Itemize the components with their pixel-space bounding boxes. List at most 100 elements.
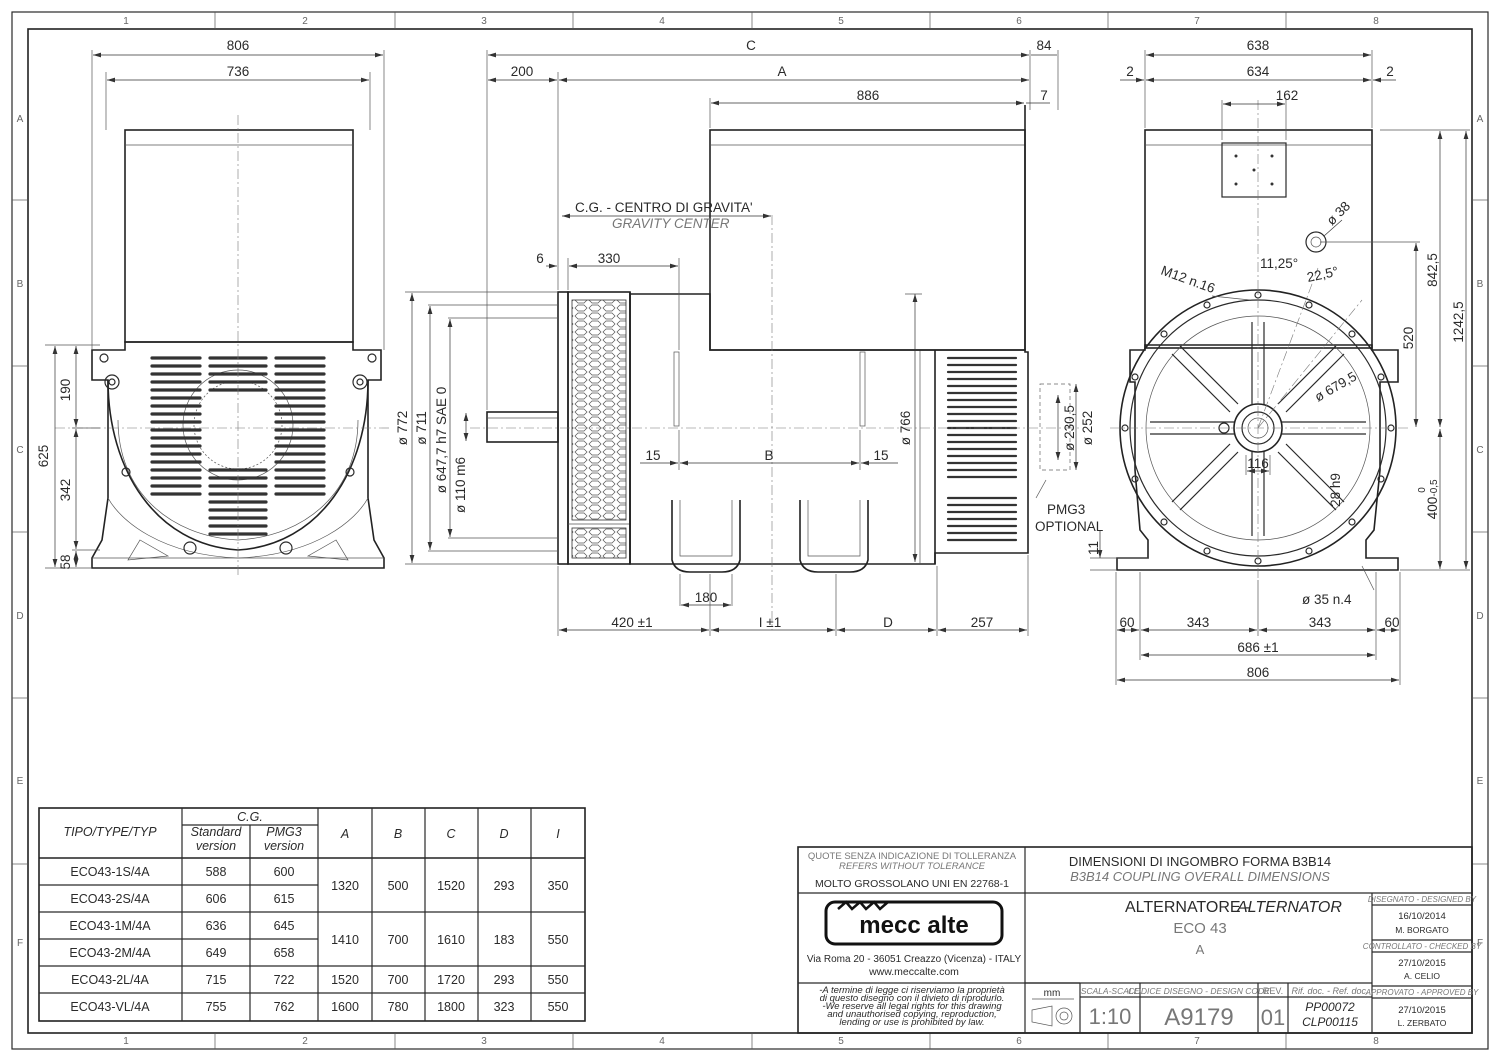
table-cell-A: 1520 [331,973,359,987]
terminal-box-front [124,129,354,343]
designed-by-label: DISEGNATO - DESIGNED BY [1368,895,1477,904]
table-row-cg-standard: 606 [206,892,227,906]
table-cell-C: 1800 [437,1000,465,1014]
table-cell-C: 1720 [437,973,465,987]
product-label-en: ALTERNATOR [1236,899,1342,916]
dim-1242-5: 1242,5 [1451,301,1466,342]
dim-end-638: 638 [1247,38,1270,53]
front-view: 806 736 625 190 342 58 [36,38,390,578]
legal-line-2: di questo disegno con il divieto di ripr… [820,993,1005,1004]
dim-d772: ø 772 [395,411,410,446]
dim-front-736: 736 [227,64,250,79]
table-header-standard: Standard [191,825,243,839]
table-row-cg-pmg3: 600 [274,865,295,879]
table-row-type: ECO43-2S/4A [70,892,150,906]
legal-line-4: and unauthorised copying, reproduction, [827,1009,997,1020]
table-cell-D: 323 [494,1000,515,1014]
dim-end-60-right: 60 [1384,615,1399,630]
table-cell-B: 780 [388,1000,409,1014]
table-header-standard-version: version [196,839,236,853]
table-cell-I: 550 [548,973,569,987]
keyway-28h9: 28 h9 [1328,473,1343,507]
table-header-pmg3: PMG3 [266,825,301,839]
table-cell-I: 550 [548,933,569,947]
table-cell-B: 700 [388,973,409,987]
table-cell-A: 1410 [331,933,359,947]
dim-6: 6 [536,251,544,266]
terminal-box-side [709,129,1026,351]
table-cell-D: 293 [494,973,515,987]
meccalte-logo: mecc alte [824,900,1004,946]
zone-col-8: 8 [1373,16,1379,27]
drawing-title-it: DIMENSIONI DI INGOMBRO FORMA B3B14 [1069,854,1331,869]
table-header-D: D [499,827,508,841]
dim-end-343-right: 343 [1309,615,1332,630]
revision-number: 01 [1261,1005,1285,1030]
tol-400-lower: -0,5 [1429,479,1440,497]
dim-end-162: 162 [1276,88,1299,103]
dim-15-left: 15 [645,448,660,463]
legal-line-5: lending or use is prohibited by law. [839,1017,984,1028]
dim-C: C [746,38,756,53]
table-row-type: ECO43-2M/4A [69,946,151,960]
table-header-pmg3-version: version [264,839,304,853]
zone-col-5: 5 [838,16,844,27]
table-cell-I: 550 [548,1000,569,1014]
dim-end-2-right: 2 [1386,64,1394,79]
table-cell-D: 293 [494,879,515,893]
zone-col-4: 4 [659,16,665,27]
front-vents [150,356,326,536]
dim-d766: ø 766 [898,411,913,446]
design-code: A9179 [1164,1004,1233,1031]
dim-257: 257 [971,615,994,630]
pmg3-label: PMG3 [1047,502,1085,517]
dim-front-58: 58 [58,554,73,569]
table-cell-B: 500 [388,879,409,893]
dim-180: 180 [695,590,718,605]
checked-date: 27/10/2015 [1398,958,1446,969]
unit-mm: mm [1044,988,1061,999]
zone-col-1: 1 [123,16,129,27]
dim-330: 330 [598,251,621,266]
dim-front-190: 190 [58,379,73,402]
dim-front-625: 625 [36,445,51,468]
dim-I: I ±1 [759,615,781,630]
designed-name: M. BORGATO [1395,925,1449,935]
zone-row-E: E [17,776,24,787]
dim-886: 886 [857,88,880,103]
table-row-type: ECO43-1M/4A [69,919,151,933]
title-block: QUOTE SENZA INDICAZIONE DI TOLLERANZA RE… [797,846,1482,1034]
zone-col-2: 2 [302,16,308,27]
dim-end-806: 806 [1247,665,1270,680]
logo-text: mecc alte [859,912,968,939]
table-row-cg-standard: 715 [206,973,227,987]
terminal-plate [1221,142,1287,198]
zone-col-7: 7 [1194,16,1200,27]
terminal-box-end [1144,129,1373,349]
zone-col-8-bottom: 8 [1373,1036,1379,1047]
foot-holes-d35: ø 35 n.4 [1302,592,1352,607]
zone-row-A-right: A [1477,114,1484,125]
company-website: www.meccalte.com [868,966,959,978]
table-cell-D: 183 [494,933,515,947]
end-view: 638 634 2 2 162 ø 38 11,25° 22,5° M12 n.… [1086,38,1470,685]
checked-by-label: CONTROLLATO - CHECKED BY [1363,942,1482,951]
dim-420: 420 ±1 [611,615,652,630]
zone-col-7-bottom: 7 [1194,1036,1200,1047]
zone-col-1-bottom: 1 [123,1036,129,1047]
scale-value: 1:10 [1089,1004,1132,1029]
dim-front-342: 342 [58,479,73,502]
table-row-cg-standard: 588 [206,865,227,879]
zone-row-B: B [17,279,24,290]
zone-row-D-right: D [1476,611,1483,622]
dim-D: D [883,615,893,630]
tolerance-class: MOLTO GROSSOLANO UNI EN 22768-1 [815,878,1009,890]
zone-row-B-right: B [1477,279,1484,290]
cg-label-it: C.G. - CENTRO DI GRAVITA' [575,200,753,215]
table-header-A: A [340,827,349,841]
product-label-it: ALTERNATORE - [1125,899,1250,916]
table-row-cg-pmg3: 658 [274,946,295,960]
zone-col-6-bottom: 6 [1016,1036,1022,1047]
table-cell-I: 350 [548,879,569,893]
table-row-cg-pmg3: 615 [274,892,295,906]
